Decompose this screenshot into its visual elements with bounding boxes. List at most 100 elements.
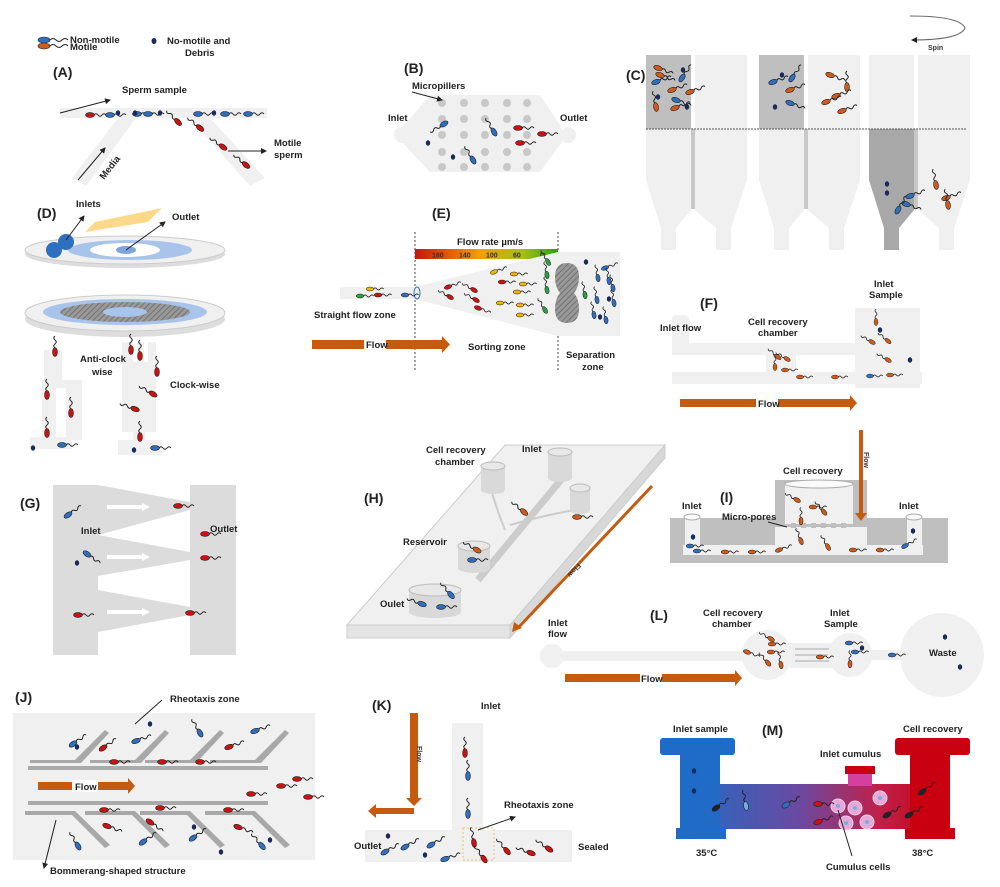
- panel-d-anticlock-gap: [56, 388, 66, 440]
- panel-l-waste-reservoir: [900, 613, 984, 697]
- boomerang-structure: [145, 730, 224, 763]
- panel-l-inlet-flow-label-2: flow: [548, 629, 568, 640]
- panel-i-recovery-top: [784, 479, 854, 489]
- sperm-cell: [772, 353, 778, 371]
- sperm-cell: [602, 306, 609, 325]
- sperm-cell: [814, 501, 828, 516]
- panel-i-recovery-label: Cell recovery: [783, 466, 843, 477]
- panel-e-tag: (E): [432, 205, 451, 221]
- panel-h-recovery-cylinder: [480, 461, 506, 494]
- debris-particle: [877, 327, 883, 333]
- sperm-cell: [777, 651, 784, 670]
- panel-g-inlet-channel: [53, 485, 98, 655]
- panel-d-anticlock-label: Anti-clock: [80, 354, 127, 365]
- sperm-cell: [380, 843, 400, 856]
- panel-e-flow-profile: [413, 286, 421, 300]
- sperm-cell: [758, 652, 772, 667]
- panel-b-outlet-label: Outlet: [560, 113, 588, 124]
- sperm-cell: [873, 308, 879, 326]
- sperm-cell: [943, 188, 951, 210]
- sperm-cell: [875, 547, 894, 553]
- sperm-cell: [276, 783, 298, 789]
- panel-l-main-channel: [552, 651, 767, 661]
- sperm-cell: [747, 549, 766, 555]
- sperm-cell: [808, 504, 827, 510]
- panel-i-bottom-channel: [683, 545, 923, 555]
- sperm-cell: [137, 420, 143, 442]
- panel-e-straight-label: Straight flow zone: [314, 310, 396, 321]
- sperm-cell: [462, 541, 482, 554]
- panel-h-flow-arrow: [516, 484, 654, 630]
- debris-particle: [684, 104, 690, 110]
- panel-h-main-channel: [475, 472, 568, 583]
- debris-particle: [942, 634, 948, 640]
- panel-i-sperm-cells: [685, 493, 917, 555]
- panel-e-sperm-cells: [355, 250, 619, 325]
- sperm-cell: [365, 286, 384, 292]
- debris-particle: [779, 72, 785, 78]
- micro-pore: [841, 523, 846, 528]
- sperm-cell: [57, 442, 79, 448]
- panel-g-white-arrows: [107, 503, 150, 616]
- panel-e-flow-label: Flow: [366, 340, 388, 351]
- sperm-cell: [68, 396, 74, 418]
- panel-m-cell-recovery-label: Cell recovery: [903, 724, 963, 735]
- sperm-cell: [540, 250, 551, 266]
- panel-m-cumulus-pointer: [837, 809, 853, 857]
- panel-m-temp-right-label: 38°C: [912, 848, 933, 859]
- sperm-cell: [154, 355, 160, 377]
- micropillar: [438, 148, 446, 156]
- panel-k-flow-arrow-down-head: [406, 798, 422, 806]
- sperm-cell: [497, 279, 516, 285]
- panel-k-sperm-cells: [380, 736, 554, 864]
- panel-k-flow-label: Flow: [415, 746, 422, 762]
- sperm-cell: [831, 89, 852, 100]
- panel-g-tag: (G): [20, 495, 40, 511]
- panel-f-tag: (F): [700, 295, 718, 311]
- panel-j-upper-rail: [28, 766, 268, 770]
- debris-particle: [583, 259, 589, 265]
- sperm-cell: [157, 759, 179, 765]
- panel-a-motile-label: Motile: [274, 138, 301, 149]
- panel-l-inlet-flow-label: Inlet: [548, 618, 568, 629]
- sperm-cell: [781, 367, 799, 373]
- sperm-cell: [233, 823, 254, 833]
- sperm-cell: [109, 759, 131, 765]
- flow-direction-arrow: [107, 555, 142, 559]
- sperm-cell: [905, 189, 926, 200]
- panel-e: (E) Flow rate µm/s 180140100600 Straight…: [312, 205, 620, 373]
- panel-a-sperm-sample-label: Sperm sample: [122, 85, 187, 96]
- panel-i-inlet-right-label: Inlet: [899, 501, 919, 512]
- sperm-cell: [917, 782, 936, 796]
- sperm-cell: [651, 90, 659, 112]
- sperm-cell: [406, 598, 427, 608]
- sperm-cell: [98, 738, 117, 752]
- sperm-cell: [515, 847, 536, 857]
- flow-rate-tick: 180: [432, 253, 444, 260]
- panel-j-flow-label: Flow: [75, 782, 97, 793]
- sperm-cell: [813, 801, 835, 807]
- panel-h-reservoir: [457, 540, 491, 573]
- sperm-cell: [876, 353, 892, 363]
- sperm-cell: [784, 493, 801, 503]
- sperm-cell: [887, 652, 906, 658]
- sperm-cell: [102, 822, 123, 832]
- sperm-cell: [511, 501, 529, 516]
- panel-h-recovery-label-2: chamber: [435, 457, 475, 468]
- sperm-cell: [474, 305, 492, 313]
- sperm-cell: [741, 789, 749, 811]
- sperm-cell: [128, 333, 134, 355]
- micro-pore: [821, 523, 826, 528]
- panel-j-boomerang-label: Bommerang-shaped structure: [50, 866, 186, 877]
- sperm-cell: [655, 71, 676, 81]
- panel-b-tag: (B): [404, 60, 423, 76]
- panel-k-rheotaxis-zone-box: [462, 827, 495, 861]
- panel-i-right-inlet-top: [905, 513, 923, 521]
- micropillar: [438, 131, 446, 139]
- sperm-cell: [720, 549, 739, 555]
- sperm-cell: [52, 335, 58, 357]
- panel-h-inlet-cylinder: [547, 447, 573, 482]
- panel-f: (F) Inlet flow Cell recovery chamber Inl…: [660, 279, 922, 411]
- panel-d-inlets-arrow: [65, 215, 85, 241]
- panel-i-left-inlet-top: [683, 513, 701, 521]
